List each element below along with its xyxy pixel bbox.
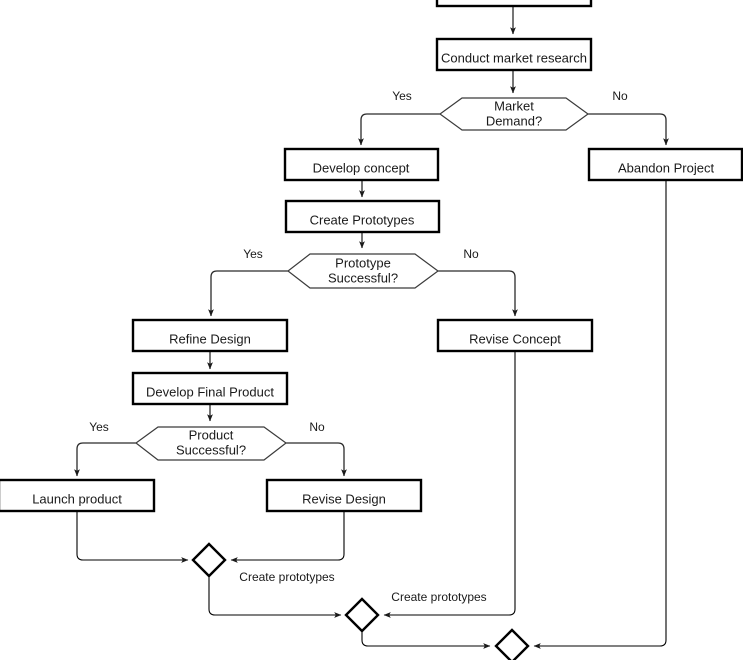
node-abandon-project[interactable]: Abandon Project — [587, 147, 743, 182]
node-revise-design[interactable]: Revise Design — [265, 478, 423, 513]
node-revise-concept[interactable]: Revise Concept — [436, 318, 594, 353]
node-launch-product[interactable]: Launch product — [0, 478, 156, 513]
node-label: Develop concept — [313, 160, 410, 175]
edge-abandon-project-to-merge3 — [533, 180, 667, 649]
edge-market-demand-yes — [358, 113, 440, 146]
node-label-line1: Market — [494, 98, 534, 113]
edge-merge2-to-merge3 — [361, 631, 491, 649]
node-start-clipped[interactable] — [435, 0, 593, 8]
node-label: Revise Design — [302, 491, 386, 506]
edge-product-yes — [74, 442, 136, 477]
edge-label-product-yes: Yes — [89, 420, 109, 434]
edge-label-merge-1: Create prototypes — [239, 570, 334, 584]
edge-merge1-to-merge2 — [208, 576, 342, 618]
node-label: Conduct market research — [441, 50, 587, 65]
edge-label-merge-2: Create prototypes — [391, 590, 486, 604]
edge-prototype-yes — [208, 270, 288, 317]
node-merge-diamond-3[interactable] — [494, 628, 530, 660]
node-label-line2: Successful? — [176, 442, 246, 457]
node-prototype-successful-decision[interactable]: Prototype Successful? — [287, 253, 440, 289]
edge-prototype-no — [438, 270, 518, 317]
edge-label-prototype-yes: Yes — [243, 247, 263, 261]
node-develop-final-product[interactable]: Develop Final Product — [131, 371, 289, 406]
edge-market-demand-no — [588, 113, 669, 146]
node-label: Abandon Project — [618, 160, 715, 175]
edge-label-product-no: No — [309, 420, 325, 434]
node-label: Refine Design — [169, 331, 251, 346]
edge-revise-design-to-merge1 — [230, 511, 345, 563]
node-label-line1: Prototype — [335, 255, 391, 270]
edge-label-market-demand-no: No — [612, 89, 628, 103]
node-merge-diamond-1[interactable] — [191, 542, 227, 578]
edge-revise-concept-to-merge2 — [383, 351, 516, 618]
edge-label-prototype-no: No — [463, 247, 479, 261]
node-refine-design[interactable]: Refine Design — [131, 318, 289, 353]
node-market-demand-decision[interactable]: Market Demand? — [438, 97, 590, 131]
node-label: Develop Final Product — [146, 384, 274, 399]
edge-launch-product-to-merge1 — [76, 511, 189, 563]
node-merge-diamond-2[interactable] — [344, 597, 380, 633]
node-create-prototypes[interactable]: Create Prototypes — [284, 199, 441, 234]
node-label-line2: Demand? — [486, 113, 542, 128]
node-label: Launch product — [32, 491, 122, 506]
node-label-line1: Product — [189, 427, 234, 442]
edge-label-market-demand-yes: Yes — [392, 89, 412, 103]
edge-product-no — [286, 442, 347, 477]
node-product-successful-decision[interactable]: Product Successful? — [134, 426, 288, 461]
node-label: Create Prototypes — [310, 212, 415, 227]
node-conduct-market-research[interactable]: Conduct market research — [435, 37, 593, 72]
node-develop-concept[interactable]: Develop concept — [283, 147, 440, 182]
node-label: Revise Concept — [469, 331, 561, 346]
node-label-line2: Successful? — [328, 270, 398, 285]
